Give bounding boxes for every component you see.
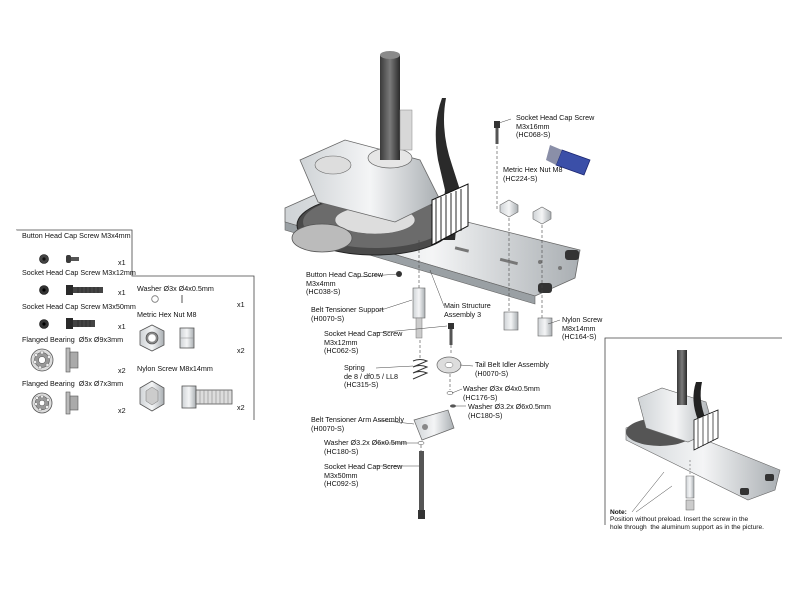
callout-washer-3-2x6-lower: Washer Ø3.2x Ø6x0.5mm (HC180-S) bbox=[324, 438, 407, 456]
part-label-hex-nut: Metric Hex Nut M8 bbox=[137, 310, 197, 319]
part-label-nylon-screw: Nylon Screw M8x14mm bbox=[137, 364, 213, 373]
callout-button-screw-m3x4: Button Head Cap Screw M3x4mm (HC038-S) bbox=[306, 270, 384, 297]
flanged-bearing-5x9-part bbox=[30, 347, 79, 373]
callout-socket-screw-m3x50: Socket Head Cap Screw M3x50mm (HC092-S) bbox=[324, 462, 403, 489]
belt-tensioner-support bbox=[412, 287, 426, 339]
callout-washer-3-2x6-upper: Washer Ø3.2x Ø6x0.5mm (HC180-S) bbox=[468, 402, 551, 420]
screw-m3x16 bbox=[494, 121, 500, 144]
callout-belt-tensioner-arm: Belt Tensioner Arm Assembly (H0070-S) bbox=[311, 415, 404, 433]
hex-nut-part bbox=[139, 324, 195, 352]
part-qty-socket-head-m3x12: x1 bbox=[118, 288, 126, 297]
callout-socket-screw-m3x12: Socket Head Cap Screw M3x12mm (HC062-S) bbox=[324, 329, 403, 356]
tail-belt-idler bbox=[436, 356, 462, 374]
nylon-screw-m8x14-pair bbox=[503, 311, 553, 337]
callout-belt-tensioner-support: Belt Tensioner Support (H0070-S) bbox=[311, 305, 384, 323]
callout-spring: Spring de 8 / df0.5 / LL8 (HC315-S) bbox=[344, 363, 398, 390]
screw-m3x12 bbox=[448, 323, 454, 345]
alignment-lines bbox=[418, 146, 543, 451]
callout-leaders bbox=[357, 118, 561, 467]
flanged-bearing-3x7-part bbox=[31, 391, 79, 415]
note-body: Position without preload. Insert the scr… bbox=[610, 516, 764, 531]
part-label-washer: Washer Ø3x Ø4x0.5mm bbox=[137, 284, 214, 293]
socket-head-screw-m3x12-part bbox=[39, 285, 103, 295]
callout-main-structure: Main Structure Assembly 3 bbox=[444, 301, 491, 319]
washer-part bbox=[151, 295, 183, 303]
part-qty-flanged-bearing-3x7: x2 bbox=[118, 406, 126, 415]
part-qty-flanged-bearing-5x9: x2 bbox=[118, 366, 126, 375]
button-head-screw-part bbox=[39, 254, 79, 264]
part-label-socket-head-m3x12: Socket Head Cap Screw M3x12mm bbox=[22, 268, 136, 277]
belt-tensioner-arm bbox=[413, 409, 455, 441]
part-label-button-head-screw: Button Head Cap Screw M3x4mm bbox=[22, 231, 131, 240]
part-qty-nylon-screw: x2 bbox=[237, 403, 245, 412]
nylon-screw-part bbox=[139, 380, 233, 412]
callout-socket-screw-m3x16: Socket Head Cap Screw M3x16mm (HC068-S) bbox=[516, 113, 595, 140]
thread-lock-bottle-icon bbox=[546, 145, 591, 176]
socket-head-screw-m3x50-part bbox=[39, 318, 95, 329]
part-qty-washer: x1 bbox=[237, 300, 245, 309]
washers-stack bbox=[417, 391, 456, 445]
part-qty-hex-nut: x2 bbox=[237, 346, 245, 355]
callout-washer-3x4: Washer Ø3x Ø4x0.5mm (HC176-S) bbox=[463, 384, 540, 402]
spring bbox=[412, 359, 429, 380]
note-title: Note: bbox=[610, 509, 627, 516]
callout-tail-belt-idler: Tail Belt Idler Assembly (H0070-S) bbox=[475, 360, 549, 378]
callout-hex-nut-m8: Metric Hex Nut M8 (HC224-S) bbox=[503, 165, 563, 183]
part-label-flanged-bearing-5x9: Flanged Bearing Ø5x Ø9x3mm bbox=[22, 335, 124, 344]
part-label-flanged-bearing-3x7: Flanged Bearing Ø3x Ø7x3mm bbox=[22, 379, 124, 388]
inset-detail-panel bbox=[604, 337, 782, 525]
part-label-socket-head-m3x50: Socket Head Cap Screw M3x50mm bbox=[22, 302, 136, 311]
main-structure-assembly bbox=[284, 51, 581, 305]
callout-nylon-screw-m8x14: Nylon Screw M8x14mm (HC164-S) bbox=[562, 315, 603, 342]
screw-m3x4 bbox=[396, 271, 402, 277]
part-qty-button-head-screw: x1 bbox=[118, 258, 126, 267]
part-qty-socket-head-m3x50: x1 bbox=[118, 322, 126, 331]
parts-list-panel bbox=[15, 229, 255, 420]
screw-m3x50 bbox=[418, 451, 425, 519]
hex-nut-m8-pair bbox=[499, 199, 552, 225]
